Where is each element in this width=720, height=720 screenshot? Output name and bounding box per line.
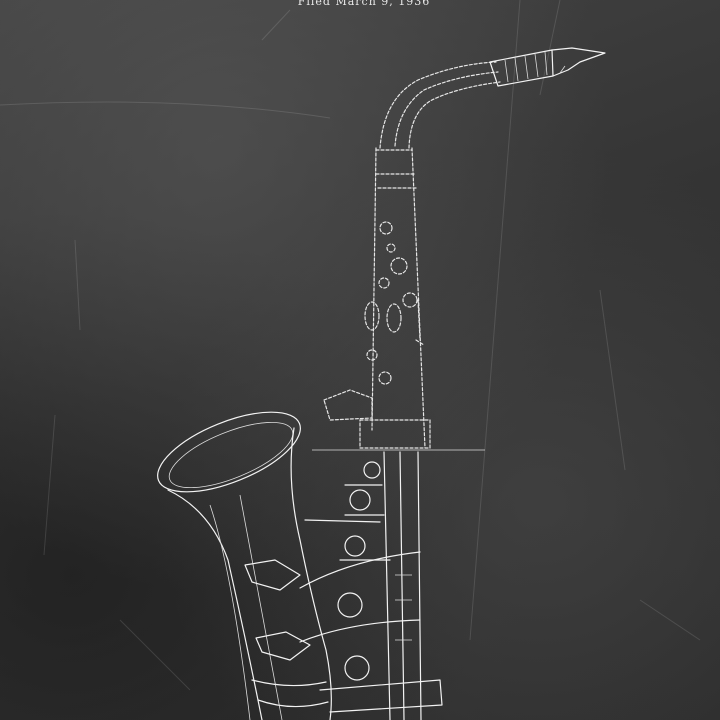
chalk-scratches [0,0,701,691]
sax-neck [379,47,606,149]
sax-bell [157,411,332,720]
filed-date-caption: Filed March 9, 1936 [297,0,431,8]
sax-lower-body [299,451,443,720]
sax-upper-body [312,147,485,451]
